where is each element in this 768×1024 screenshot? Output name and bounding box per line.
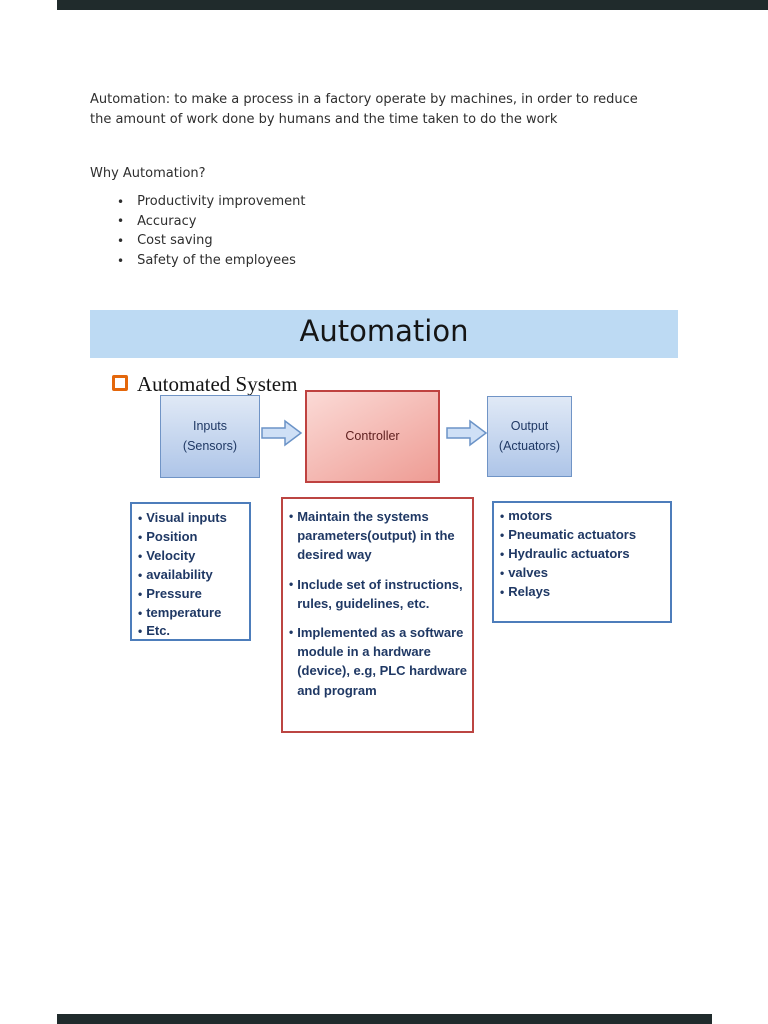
viewer-top-bar (57, 0, 768, 10)
why-automation-heading: Why Automation? (90, 166, 206, 181)
bullet-icon: • (117, 253, 125, 268)
list-item-label: Velocity (146, 547, 196, 563)
bullet-icon: • (500, 546, 505, 561)
bullet-icon: • (500, 509, 505, 523)
section-heading-label: Automated System (137, 372, 298, 396)
list-item: • valves (500, 564, 669, 583)
list-item: • Relays (500, 583, 669, 602)
list-item-label: Cost saving (137, 233, 213, 249)
bullet-icon: • (500, 565, 505, 580)
bullet-icon: • (138, 624, 143, 639)
bullet-icon: • (117, 233, 125, 248)
list-item-label: Include set of instructions, rules, guid… (297, 576, 463, 611)
list-item: • Cost saving (117, 231, 306, 251)
bullet-icon: • (117, 194, 125, 209)
controller-box: Controller (305, 390, 440, 483)
why-automation-list: • Productivity improvement • Accuracy • … (117, 192, 306, 270)
list-item: • Position (138, 528, 248, 547)
list-item: • Implemented as a software module in a … (289, 623, 470, 700)
bullet-icon: • (289, 509, 294, 523)
list-item: • temperature (138, 604, 248, 623)
right-arrow-icon (446, 419, 488, 447)
bullet-icon: • (138, 529, 143, 544)
list-item-label: Productivity improvement (137, 194, 306, 210)
inputs-box-label: Inputs (Sensors) (182, 419, 238, 453)
bullet-icon: • (138, 548, 143, 563)
controller-detail-box: • Maintain the systems parameters(output… (281, 497, 474, 733)
list-item-label: availability (146, 566, 213, 582)
sensors-detail-box: • Visual inputs • Position • Velocity • … (130, 502, 251, 641)
list-item-label: Safety of the employees (137, 253, 296, 269)
list-item: • Maintain the systems parameters(output… (289, 507, 470, 565)
list-item: • Etc. (138, 622, 248, 641)
slide-title-banner: Automation (90, 310, 678, 358)
bullet-icon: • (138, 567, 143, 582)
list-item-label: Implemented as a software module in a ha… (297, 625, 467, 698)
list-item: • Pneumatic actuators (500, 526, 669, 545)
list-item-label: Pneumatic actuators (508, 526, 637, 542)
automated-system-heading: Automated System (112, 372, 297, 397)
bullet-icon: • (117, 214, 125, 229)
list-item: • Pressure (138, 585, 248, 604)
list-item-label: Hydraulic actuators (508, 545, 630, 561)
slide-title: Automation (299, 313, 469, 348)
list-item-label: temperature (146, 604, 222, 620)
list-item-label: motors (508, 508, 553, 523)
list-item-label: Accuracy (137, 213, 197, 229)
list-item: • Visual inputs (138, 509, 248, 528)
list-item-label: Etc. (146, 623, 171, 639)
list-item: • Include set of instructions, rules, gu… (289, 575, 470, 613)
list-item: • Hydraulic actuators (500, 545, 669, 564)
list-item-label: Visual inputs (146, 510, 227, 525)
output-box-label: Output (Actuators) (498, 419, 561, 453)
controller-box-label: Controller (345, 428, 400, 443)
orange-square-bullet-icon (112, 375, 128, 391)
list-item: • motors (500, 507, 669, 526)
list-item-label: Position (146, 528, 198, 544)
actuators-detail-box: • motors • Pneumatic actuators • Hydraul… (492, 501, 672, 623)
list-item: • Safety of the employees (117, 251, 306, 271)
viewer-bottom-bar (57, 1014, 712, 1024)
right-arrow-icon (261, 419, 303, 447)
bullet-icon: • (289, 576, 294, 591)
intro-paragraph: Automation: to make a process in a facto… (90, 92, 638, 127)
list-item-label: valves (508, 564, 548, 580)
list-item: • Productivity improvement (117, 192, 306, 212)
bullet-icon: • (289, 625, 294, 640)
bullet-icon: • (500, 584, 505, 599)
list-item: • availability (138, 566, 248, 585)
bullet-icon: • (138, 511, 143, 525)
list-item-label: Pressure (146, 585, 202, 601)
bullet-icon: • (138, 586, 143, 601)
output-actuators-box: Output (Actuators) (487, 396, 572, 477)
inputs-sensors-box: Inputs (Sensors) (160, 395, 260, 478)
bullet-icon: • (500, 527, 505, 542)
list-item-label: Relays (508, 583, 551, 599)
list-item: • Velocity (138, 547, 248, 566)
bullet-icon: • (138, 605, 143, 620)
list-item: • Accuracy (117, 212, 306, 232)
list-item-label: Maintain the systems parameters(output) … (297, 509, 455, 563)
